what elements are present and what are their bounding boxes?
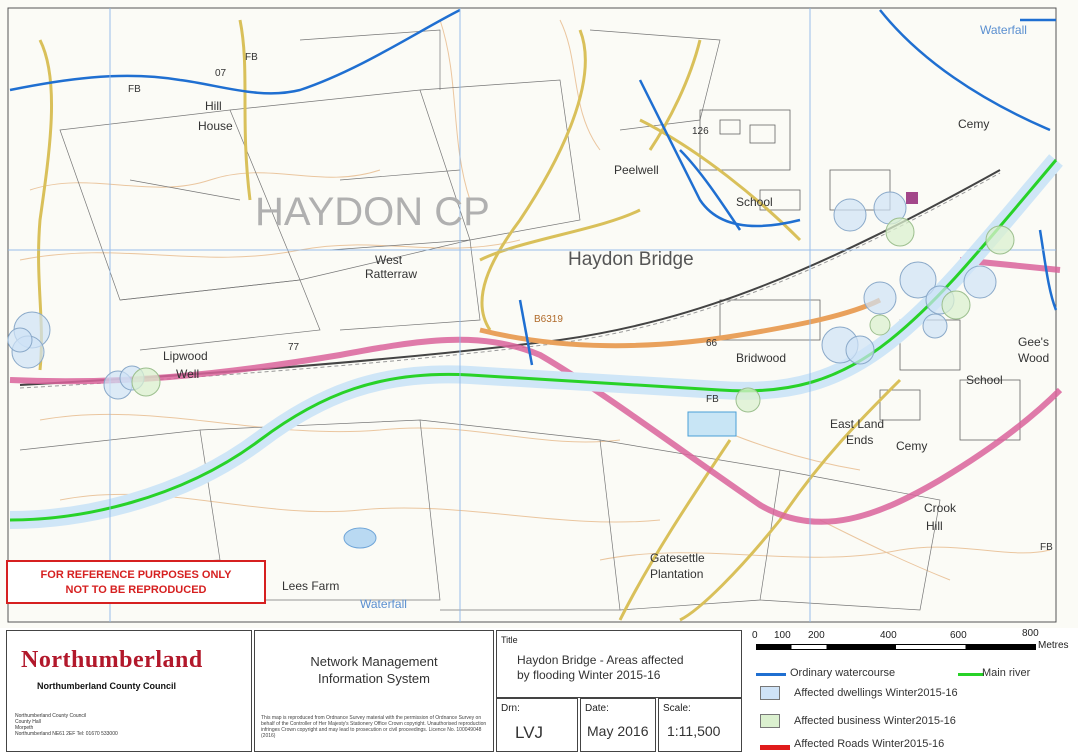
place-label: FB: [1040, 542, 1053, 553]
affected-road-main: [9, 336, 1063, 525]
place-label: School: [736, 195, 773, 209]
place-label: Plantation: [650, 567, 703, 581]
legend-swatch-watercourse: [756, 673, 786, 676]
place-label: House: [198, 119, 233, 133]
scale-label: Scale:: [663, 703, 691, 714]
legend-label: Affected business Winter2015-16: [794, 715, 956, 727]
map-title-line: Haydon Bridge - Areas affected: [517, 653, 684, 667]
place-label: Ends: [846, 433, 873, 447]
pond: [343, 527, 377, 549]
place-label: Ratterraw: [365, 267, 417, 281]
scale-tick: 600: [950, 630, 967, 641]
parking-symbol: [687, 411, 737, 437]
place-label: 07: [215, 68, 227, 79]
affected-businesses: [131, 217, 1015, 413]
place-label: Bridwood: [736, 351, 786, 365]
place-label: 66: [706, 338, 718, 349]
place-label: Hill: [926, 519, 943, 533]
place-label: Lipwood: [163, 349, 208, 363]
place-label: Waterfall: [980, 23, 1027, 37]
ordinary-watercourses: [9, 8, 1058, 366]
system-name-line: Network Management: [310, 654, 438, 669]
legend-label: Affected Roads Winter2015-16: [794, 738, 945, 750]
legend-label: Main river: [982, 667, 1031, 679]
place-label: Crook: [924, 501, 957, 515]
reference-notice: FOR REFERENCE PURPOSES ONLY NOT TO BE RE…: [6, 560, 266, 604]
reference-notice-line: FOR REFERENCE PURPOSES ONLY: [40, 569, 232, 581]
reference-notice-line: NOT TO BE REPRODUCED: [65, 584, 207, 596]
place-label: Cemy: [896, 439, 927, 453]
place-label: Lees Farm: [282, 579, 339, 593]
place-label: Gatesettle: [650, 551, 705, 565]
place-label: Cemy: [958, 117, 989, 131]
system-panel: Network Management Information System Th…: [254, 630, 494, 752]
contour-lines: [19, 19, 1051, 581]
place-label: Waterfall: [360, 597, 407, 611]
place-label: B6319: [534, 314, 563, 325]
place-label: Peelwell: [614, 163, 659, 177]
scale-tick: 0: [752, 630, 758, 641]
date-panel: Date: May 2016: [580, 698, 656, 752]
place-label: FB: [245, 52, 258, 63]
place-label: Wood: [1018, 351, 1049, 365]
legend-swatch-main-river: [958, 673, 984, 676]
place-label: Hill: [205, 99, 222, 113]
place-label: 77: [288, 342, 300, 353]
affected-dwellings: [7, 191, 997, 400]
council-logo-panel: Northumberland Northumberland County Cou…: [6, 630, 252, 752]
scale-tick: 100: [774, 630, 791, 641]
place-label: West: [375, 253, 403, 267]
legend-swatch-business: [760, 714, 780, 728]
scale-value: 1:11,500: [667, 723, 721, 739]
place-label: East Land: [830, 417, 884, 431]
church-marker-icon: [906, 192, 918, 204]
scale-tick: 200: [808, 630, 825, 641]
address-line: Northumberland NE61 2EF Tel: 01670 53300…: [15, 731, 118, 737]
council-address: Northumberland County Council County Hal…: [15, 713, 118, 737]
parish-label: HAYDON CP: [255, 190, 490, 234]
scale-unit: Metres: [1038, 640, 1069, 651]
legend-panel: 0 100 200 400 600 800 Metres Ordinary wa…: [746, 628, 1078, 754]
legend-swatch-dwellings: [760, 686, 780, 700]
b-road: [479, 297, 882, 349]
map-title-line: by flooding Winter 2015-16: [517, 668, 661, 682]
copyright-text: This map is reproduced from Ordnance Sur…: [261, 715, 487, 739]
place-label: 126: [692, 126, 709, 137]
system-name: Network Management Information System: [255, 653, 493, 687]
address-line: Morpeth: [15, 725, 34, 731]
scale-tick: 800: [1022, 628, 1039, 639]
legend-label: Ordinary watercourse: [790, 667, 896, 679]
main-river-line: [9, 159, 1058, 522]
place-label: Gee's: [1018, 335, 1049, 349]
place-label: Well: [176, 367, 199, 381]
date-value: May 2016: [587, 723, 649, 739]
town-label: Haydon Bridge: [568, 249, 694, 270]
title-panel: Title Haydon Bridge - Areas affected by …: [496, 630, 742, 698]
date-label: Date:: [585, 703, 609, 714]
scale-panel: Scale: 1:11,500: [658, 698, 742, 752]
place-label: FB: [128, 84, 141, 95]
drawn-by-panel: Drn: LVJ: [496, 698, 578, 752]
legend-label: Affected dwellings Winter2015-16: [794, 687, 958, 699]
title-label: Title: [501, 635, 518, 645]
system-name-line: Information System: [318, 671, 430, 686]
scale-tick: 400: [880, 630, 897, 641]
place-label: School: [966, 373, 1003, 387]
map-grid: [8, 8, 1056, 622]
scale-bar: [756, 644, 1036, 650]
drn-value: LVJ: [515, 723, 544, 742]
address-line: Northumberland County Council: [15, 713, 87, 719]
flood-map: HAYDON CP Haydon Bridge Hill House West …: [7, 7, 1063, 623]
legend-swatch-roads: [760, 745, 790, 750]
place-label: FB: [706, 394, 719, 405]
council-name: Northumberland County Council: [37, 681, 176, 691]
place-labels: Hill House West Ratterraw Lipwood Well P…: [128, 23, 1053, 611]
drn-label: Drn:: [501, 703, 520, 714]
council-logo: Northumberland: [21, 647, 203, 673]
map-title: Haydon Bridge - Areas affected by floodi…: [517, 653, 727, 683]
address-line: County Hall: [15, 719, 41, 725]
